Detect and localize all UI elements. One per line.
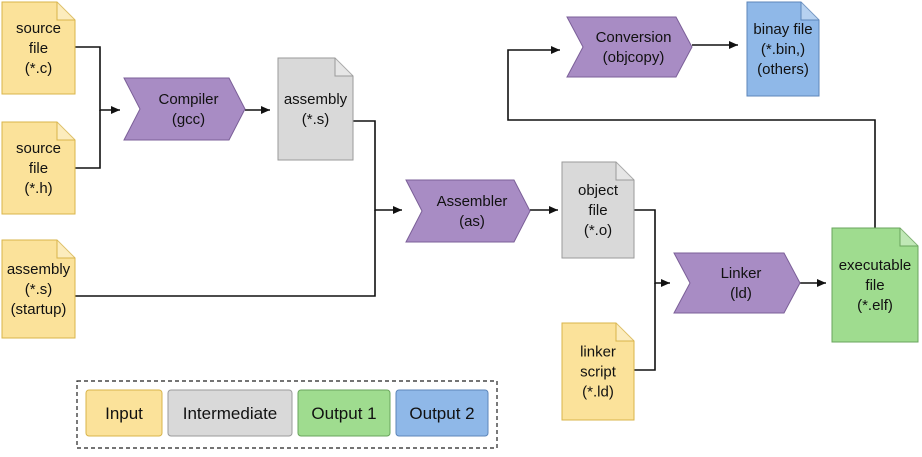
source-h-file-line-2: file <box>29 160 48 177</box>
assembler-process-line-1: Assembler <box>437 193 508 210</box>
legend-output2-label: Output 2 <box>409 404 474 423</box>
legend-output2-swatch <box>395 389 489 437</box>
source-h-file-fold <box>56 122 75 141</box>
legend-border <box>76 380 498 449</box>
binary-file-fold <box>800 2 819 21</box>
conversion-process-shape <box>566 16 693 78</box>
assembly-intermediate-file-fold <box>334 58 353 77</box>
object-file-shape <box>561 161 635 259</box>
compiler-process-shape <box>123 77 246 141</box>
linker-process-line-1: Linker <box>721 265 762 282</box>
connector-assembly-to-assembler <box>353 120 402 214</box>
connector-source-h-to-compiler <box>75 110 101 169</box>
linker-process: Linker (ld) <box>673 252 801 314</box>
legend: Input Intermediate Output 1 Output 2 <box>76 380 498 449</box>
connector-source-c-to-compiler <box>75 46 120 114</box>
binary-file-line-2: (*.bin,) <box>761 41 805 58</box>
assembler-process-line-2: (as) <box>459 213 485 230</box>
object-file-line-3: (*.o) <box>584 222 612 239</box>
binary-file-line-3: (others) <box>757 61 809 78</box>
assembly-startup-file-shape <box>1 239 76 339</box>
linker-script-file-line-1: linker <box>580 344 616 361</box>
assembly-intermediate-file-line-1: assembly <box>284 91 348 108</box>
executable-file-fold <box>899 228 918 247</box>
connectors <box>75 41 876 371</box>
binary-file-shape <box>746 1 820 97</box>
assembly-startup-file-line-2: (*.s) <box>25 281 53 298</box>
legend-intermediate-label: Intermediate <box>183 404 278 423</box>
conversion-process: Conversion (objcopy) <box>566 16 693 78</box>
source-c-file-line-3: (*.c) <box>25 60 53 77</box>
conversion-process-line-1: Conversion <box>596 29 672 46</box>
compiler-process: Compiler (gcc) <box>123 77 246 141</box>
binary-file-line-1: binay file <box>753 21 812 38</box>
source-h-file: source file (*.h) <box>1 121 76 215</box>
connector-startup-to-assembler <box>75 210 376 297</box>
assembly-startup-file-line-1: assembly <box>7 261 71 278</box>
linker-script-file-fold <box>615 323 634 342</box>
legend-intermediate-swatch <box>167 389 293 437</box>
source-c-file-line-2: file <box>29 40 48 57</box>
compiler-process-line-1: Compiler <box>158 91 218 108</box>
executable-file-shape <box>831 227 919 343</box>
assembly-startup-file: assembly (*.s) (startup) <box>1 239 76 339</box>
connector-script-to-linker <box>634 283 656 371</box>
linker-script-file: linker script (*.ld) <box>561 322 635 421</box>
assembler-process-shape <box>405 179 531 243</box>
linker-script-file-line-2: script <box>580 364 617 381</box>
assembly-startup-file-fold <box>56 240 75 259</box>
source-h-file-shape <box>1 121 76 215</box>
connector-executable-to-conversion <box>507 46 876 228</box>
executable-file-line-2: file <box>865 277 884 294</box>
compiler-process-line-2: (gcc) <box>172 111 205 128</box>
assembler-process: Assembler (as) <box>405 179 531 243</box>
assembly-intermediate-file-line-2: (*.s) <box>302 111 330 128</box>
assembly-intermediate-file: assembly (*.s) <box>277 57 354 161</box>
executable-file-line-3: (*.elf) <box>857 297 893 314</box>
linker-process-line-2: (ld) <box>730 285 752 302</box>
source-c-file: source file (*.c) <box>1 1 76 95</box>
executable-file: executable file (*.elf) <box>831 227 919 343</box>
linker-process-shape <box>673 252 801 314</box>
linker-script-file-shape <box>561 322 635 421</box>
assembly-startup-file-line-3: (startup) <box>11 301 67 318</box>
executable-file-line-1: executable <box>839 257 912 274</box>
source-h-file-line-1: source <box>16 140 61 157</box>
object-file-line-1: object <box>578 182 619 199</box>
assembly-intermediate-file-shape <box>277 57 354 161</box>
conversion-process-line-2: (objcopy) <box>603 49 665 66</box>
object-file-line-2: file <box>588 202 607 219</box>
legend-output1-label: Output 1 <box>311 404 376 423</box>
legend-input-swatch <box>85 389 163 437</box>
source-c-file-fold <box>56 2 75 21</box>
binary-file: binay file (*.bin,) (others) <box>746 1 820 97</box>
object-file: object file (*.o) <box>561 161 635 259</box>
object-file-fold <box>615 162 634 181</box>
legend-input-label: Input <box>105 404 143 423</box>
source-c-file-line-1: source <box>16 20 61 37</box>
source-h-file-line-3: (*.h) <box>24 180 52 197</box>
source-c-file-shape <box>1 1 76 95</box>
nodes: source file (*.c) source file (*.h) assembly (*… <box>1 1 919 421</box>
connector-object-to-linker <box>634 209 670 287</box>
linker-script-file-line-3: (*.ld) <box>582 384 614 401</box>
legend-output1-swatch <box>297 389 391 437</box>
